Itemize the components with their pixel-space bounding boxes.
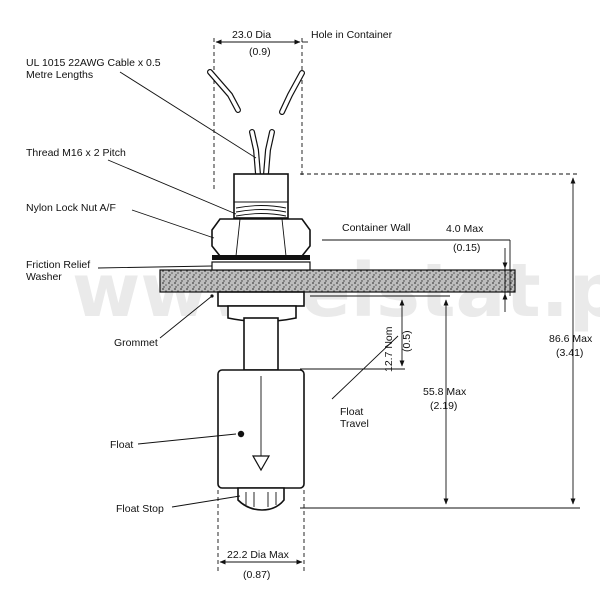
float-body [217,369,305,489]
cable-wires [207,69,305,177]
cable-label-line1: UL 1015 22AWG Cable x 0.5 [26,57,161,69]
float-travel-label-line2: Travel [340,418,369,430]
float-stop-label: Float Stop [116,503,164,515]
float-travel-label-line1: Float [340,406,363,418]
overall-dimension: 86.6 Max (3.41) [549,177,593,505]
overall-max-label: 86.6 Max [549,333,593,345]
cable-label-line2: Metre Lengths [26,69,93,81]
thread-label: Thread M16 x 2 Pitch [26,147,126,159]
reference-lines [300,173,580,509]
wall-max-label: 4.0 Max [446,223,484,235]
grommet [217,291,305,323]
depth-max-inch-label: (2.19) [430,400,457,412]
washer-label-line2: Washer [26,271,62,283]
float-stop [237,487,285,511]
overall-max-inch-label: (3.41) [556,347,583,359]
wall-max-inch-label: (0.15) [453,242,480,254]
hole-dia-inch-label: (0.9) [249,46,271,58]
container-wall-label: Container Wall [342,222,410,234]
washer-label-line1: Friction Relief [26,259,90,271]
depth-dimension: 55.8 Max (2.19) [423,299,467,505]
grommet-label: Grommet [114,337,158,349]
lock-nut-label: Nylon Lock Nut A/F [26,202,116,214]
left-labels: UL 1015 22AWG Cable x 0.5 Metre Lengths … [26,57,257,515]
float-dia-dimension: 22.2 Dia Max (0.87) [217,490,305,581]
float-label: Float [110,439,133,451]
travel-nom-inch-label: (0.5) [401,330,413,352]
lock-nut [211,218,311,260]
float-travel-dimension: 12.7 Nom (0.5) Float Travel [331,299,413,430]
hole-dimension: 23.0 Dia (0.9) Hole in Container [213,29,393,190]
float-dia-label: 22.2 Dia Max [227,549,290,561]
hole-in-container-label: Hole in Container [311,29,393,41]
float-dia-inch-label: (0.87) [243,569,270,581]
hole-dia-label: 23.0 Dia [232,29,271,41]
depth-max-label: 55.8 Max [423,386,467,398]
travel-nom-label: 12.7 Nom [383,326,395,372]
threaded-stem [233,173,289,219]
wall-dimension: Container Wall 4.0 Max (0.15) [322,222,511,312]
shaft [243,317,279,371]
